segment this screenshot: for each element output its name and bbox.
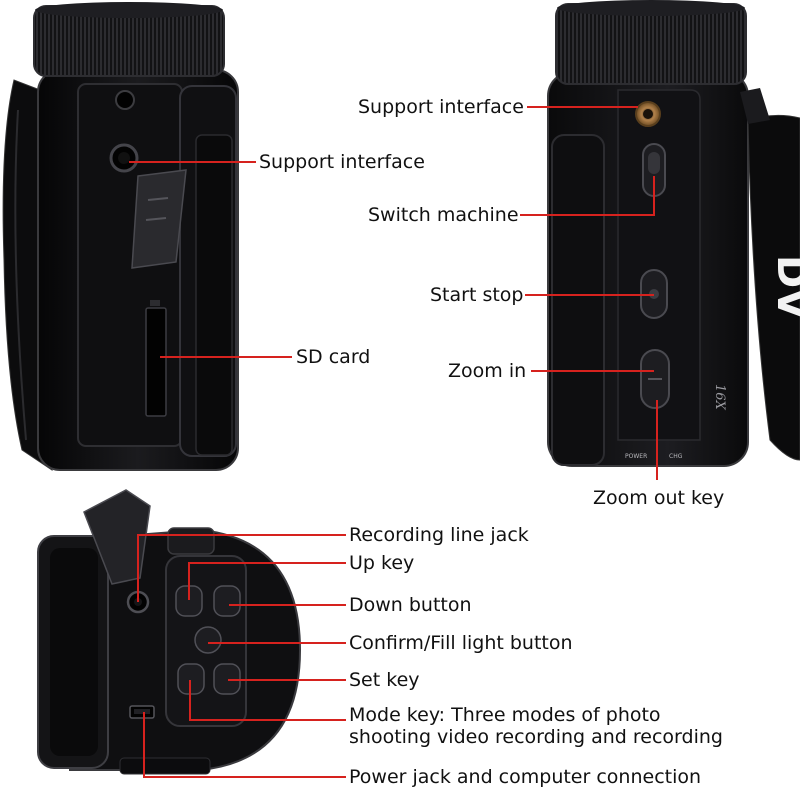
label-set-key: Set key bbox=[349, 669, 420, 691]
label-switch-machine: Switch machine bbox=[368, 204, 519, 226]
label-start-stop: Start stop bbox=[430, 284, 524, 306]
label-confirm-fill-light: Confirm/Fill light button bbox=[349, 632, 573, 654]
leader-power-jack bbox=[143, 712, 346, 778]
label-recording-line-jack: Recording line jack bbox=[349, 524, 529, 546]
label-down-button: Down button bbox=[349, 594, 472, 616]
leader-lines bbox=[129, 106, 658, 778]
label-zoom-out-key: Zoom out key bbox=[593, 487, 725, 509]
chg-marking: CHG bbox=[669, 453, 683, 460]
hand-strap bbox=[747, 114, 800, 461]
label-support-interface-left: Support interface bbox=[259, 151, 425, 173]
label-zoom-in: Zoom in bbox=[448, 360, 527, 382]
label-mode-key-line2: shooting video recording and recording bbox=[349, 726, 723, 748]
power-marking: POWER bbox=[625, 453, 647, 460]
sd-card-slot bbox=[145, 307, 167, 417]
label-mode-key: Mode key: Three modes of photo shooting … bbox=[349, 704, 769, 748]
label-sd-card: SD card bbox=[296, 346, 371, 368]
label-support-interface-right: Support interface bbox=[358, 96, 524, 118]
confirm-fill-light-key[interactable] bbox=[194, 626, 222, 654]
camera-view-top-left bbox=[2, 2, 239, 471]
down-key[interactable] bbox=[213, 585, 241, 617]
leader-recording-line-jack bbox=[137, 534, 346, 602]
zoom-marking: 16X bbox=[712, 384, 727, 411]
label-up-key: Up key bbox=[349, 552, 415, 574]
leader-switch-machine bbox=[520, 176, 655, 216]
label-power-jack: Power jack and computer connection bbox=[349, 766, 702, 788]
label-mode-key-line1: Mode key: Three modes of photo bbox=[349, 704, 661, 726]
camera-view-top-right: 16X POWER CHG DV bbox=[547, 0, 800, 467]
leader-up-key bbox=[188, 562, 346, 600]
screw-hole bbox=[115, 90, 135, 110]
camera-view-bottom bbox=[37, 489, 302, 775]
strap-brand-text: DV bbox=[768, 255, 800, 319]
port-flap bbox=[83, 489, 151, 585]
leader-mode-key bbox=[189, 680, 346, 721]
